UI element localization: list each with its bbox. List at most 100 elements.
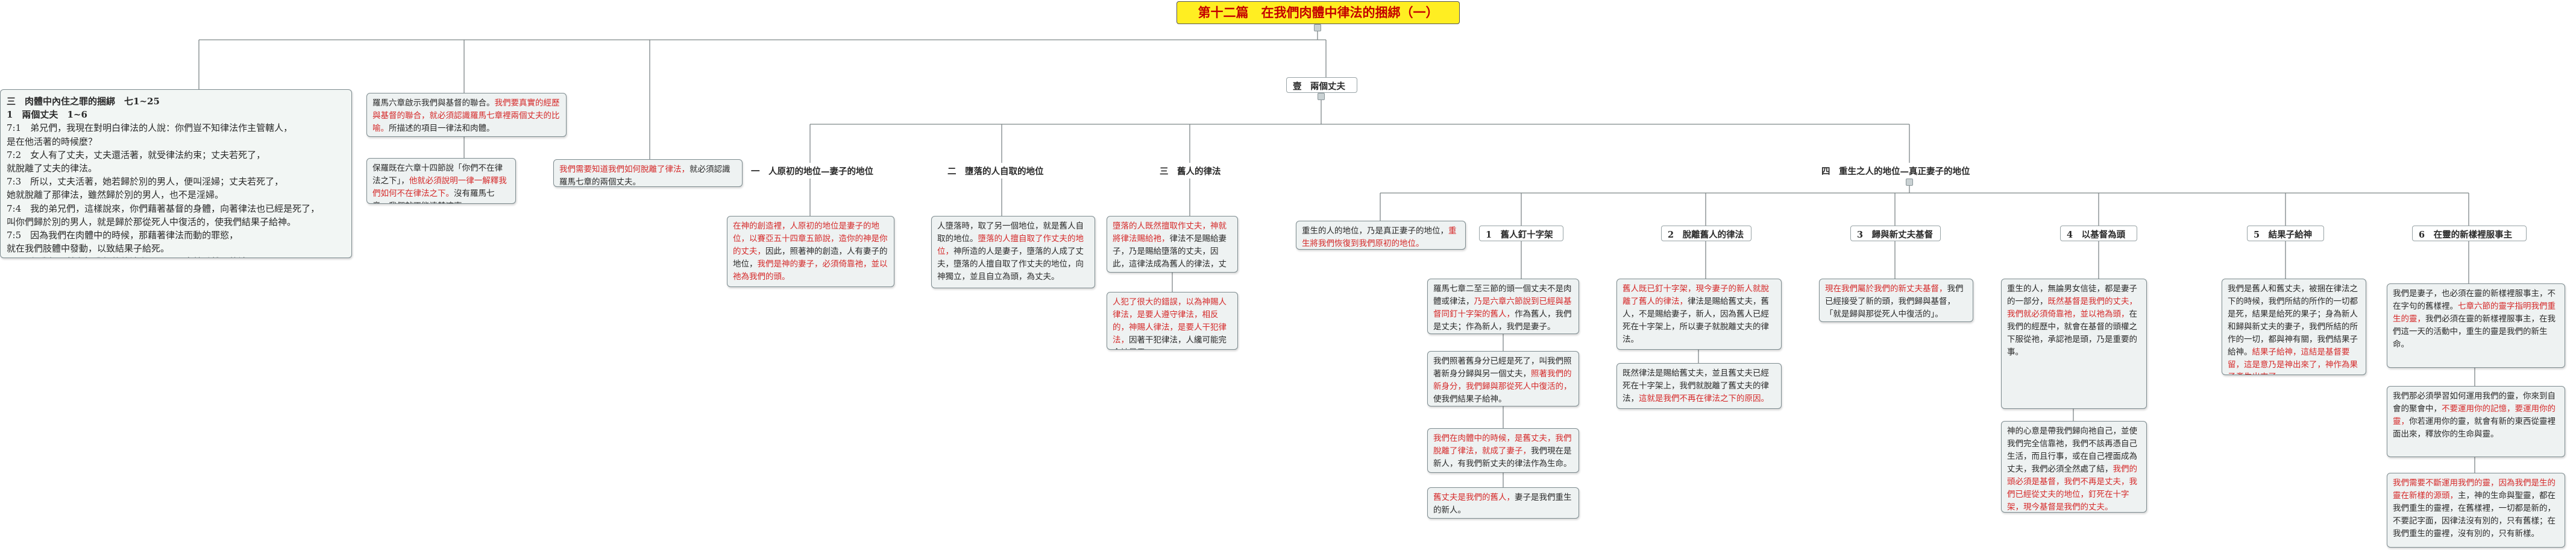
note-text-segment: 沒有羅馬七章，我們就不能清楚這事。: [372, 188, 495, 203]
note-text-segment: 律法是賜給舊丈夫，舊人，不是賜給妻子，新人，因為舊人已經死在十字架上，所以妻子就…: [1623, 296, 1769, 344]
law-note: 保羅既在六章十四節說「你們不在律法之下」，他就必須說明一律一解釋我們如何不在律法…: [366, 158, 516, 204]
exercise-spirit-note: 我們那必須學習如何運用我們的靈，你來到自會的聚會中，不要運用你的記憶，要運用你的…: [2387, 386, 2565, 457]
note-text-segment: 在神的創造裡，人原初的地位是妻子的地位，以賽亞五十四章五節說，造你的神是你的丈夫…: [733, 221, 888, 256]
law-exposure-note: 人犯了很大的錯誤，以為神賜人律法，是要人遵守律法，相反的，神賜人律法，是要人干犯…: [1107, 292, 1238, 350]
note-text-segment: 律法不是賜給妻子，乃是賜給墮落的丈夫，因此，這律法成為舊人的律法，丈夫的律法。: [1113, 233, 1227, 272]
old-man-law-note: 墮落的人既然擅取作丈夫，神就將律法賜給祂，律法不是賜給妻子，乃是賜給墮落的丈夫，…: [1107, 216, 1238, 273]
note-text-segment: 妻子是我們重生的新人。: [1433, 493, 1572, 515]
new-husband-note: 現在我們屬於我們的新丈夫基督，我們已經接受了新的頭，我們歸與基督，「就是歸與那從…: [1819, 279, 1973, 322]
freed-from-law-note: 舊人既已釘十字架，現今妻子的新人就脫離了舊人的律法，律法是賜給舊丈夫，舊人，不是…: [1616, 279, 1782, 350]
note-text-segment: 他就必須說明一律一解釋我們如何不在律法之下。: [372, 175, 507, 198]
regenerated-position-note: 重生的人的地位，乃是真正妻子的地位，重生將我們恢復到我們原初的地位。: [1296, 221, 1466, 250]
node-old-man-law[interactable]: 三 舊人的律法: [1160, 166, 1221, 177]
outline-verse-line: 7:4 我的弟兄們，這樣說來，你們藉著基督的身體，向著律法也已經是死了，: [7, 203, 320, 214]
intro-note: 羅馬六章啟示我們與基督的聯合。我們要真實的經歷與基督的聯合，就必須認識羅馬七章裡…: [366, 93, 567, 137]
fallen-position-note: 人墮落時，取了另一個地位，就是舊人自取的地位。墮落的人擅自取了作丈夫的地位，神所…: [931, 216, 1095, 288]
outline-verse-line: 就在我們肢體中發動，以致結果子給死。: [7, 243, 170, 254]
note-text-segment: 舊人既已釘十字架，現今妻子的新人就脫離了舊人的律法，: [1623, 284, 1769, 306]
note-text-segment: 我們要真實的經歷與基督的聯合，就必須認識羅馬七章裡兩個丈夫的比喻。: [372, 98, 560, 133]
note-text-segment: 羅馬七章二至三節的頭一個丈夫不是肉體或律法，: [1433, 284, 1572, 306]
note-text-segment: 墮落的人既然擅取作丈夫，神就將律法賜給祂，: [1113, 221, 1227, 244]
note-text-segment: 照著我們的新身分，我們歸與那從死人中復活的，: [1433, 368, 1572, 391]
node-regenerated-position[interactable]: 四 重生之人的地位—真正妻子的地位: [1821, 166, 1970, 177]
collapse-toggle[interactable]: [1906, 179, 1913, 186]
husband-note: 我們需要知道我們如何脫離了律法，就必須認識羅馬七章的兩個丈夫。: [553, 159, 743, 187]
note-text-segment: 七章六節的靈字指明我們重生的靈，: [2393, 301, 2556, 324]
collapse-toggle[interactable]: [1314, 24, 1321, 31]
note-text-segment: 我們那必須學習如何運用我們的靈，你來到自會的聚會中，: [2393, 391, 2556, 414]
note-text-segment: 重生的人，無論男女信徒，都是妻子的一部分，: [2007, 284, 2137, 306]
node-christ-as-head[interactable]: 4 以基督為頭: [2060, 226, 2137, 241]
outline-verse-line: 7:3 所以，丈夫活著，她若歸於別的男人，便叫淫婦；丈夫若死了，: [7, 176, 284, 188]
outline-verse-line: 7:5 因為我們在肉體中的時候，那藉著律法而動的罪慾，: [7, 229, 239, 241]
node-original-position[interactable]: 一 人原初的地位—妻子的地位: [751, 166, 873, 177]
note-text-segment: 作為舊人，我們是丈夫；作為新人，我們是妻子。: [1433, 309, 1572, 332]
note-text-segment: 既然基督是我們的丈夫，我們就必須倚靠祂，並以祂為頭，: [2007, 296, 2137, 319]
node-two-husbands[interactable]: 壹 兩個丈夫: [1286, 77, 1357, 93]
not-under-law-note: 既然律法是賜給舊丈夫，並且舊丈夫已經死在十字架上，我們就脫離了舊丈夫的律法，這就…: [1616, 363, 1782, 409]
trust-god-note: 神的心意是帶我們歸向祂自己，並使我們完全信靠祂，我們不該再憑自己生活，而且行事，…: [2001, 421, 2147, 513]
note-text-segment: 人犯了很大的錯誤，以為神賜人律法，是要人遵守律法，相反的，神賜人律法，是要人干犯…: [1113, 297, 1227, 345]
node-new-husband[interactable]: 3 歸與新丈夫基督: [1850, 226, 1941, 241]
note-text-segment: 使我們結果子給神。: [1433, 394, 1507, 404]
node-fallen-position[interactable]: 二 墮落的人自取的地位: [947, 166, 1044, 177]
christ-head-note: 重生的人，無論男女信徒，都是妻子的一部分，既然基督是我們的丈夫，我們就必須倚靠祂…: [2001, 279, 2147, 409]
note-text-segment: 重生的人的地位，乃是真正妻子的地位，: [1302, 226, 1448, 236]
note-text-segment: 保羅既在六章十四節說「你們不在律法之下」，: [372, 163, 503, 186]
note-text-segment: 身為新人和歸與新丈夫的妻子，我們所結的所作的一切，都與神有關，我們結果子給神。: [2228, 309, 2358, 357]
note-text-segment: 我們在肉體中的時候，是舊丈夫，我們脫離了律法，就成了妻子，: [1433, 434, 1572, 456]
original-position-note: 在神的創造裡，人原初的地位是妻子的地位，以賽亞五十四章五節說，造你的神是你的丈夫…: [727, 216, 894, 287]
note-text-segment: 人墮落時，取了另一個地位，就是舊人自取的地位。: [937, 221, 1084, 244]
outline-verse-line: 就脫離了丈夫的律法。: [7, 162, 98, 174]
node-freed-from-law[interactable]: 2 脫離舊人的律法: [1661, 226, 1751, 241]
note-text-segment: 我們需要不斷運用我們的靈，因為我們是生的靈在新樣的源頭，: [2393, 478, 2556, 501]
map-title: 第十二篇 在我們肉體中律法的捆綁（一）: [1176, 1, 1460, 24]
note-text-segment: 既然律法是賜給舊丈夫，並且舊丈夫已經死在十字架上，我們就脫離了舊丈夫的律法，: [1623, 368, 1769, 403]
outline-heading: 三 肉體中內住之罪的捆綁 七1~25: [7, 96, 160, 107]
note-text-segment: 神所造的人是妻子，墮落的人成了丈夫，墮落的人擅自取了作丈夫的地位，向神獨立，並且…: [937, 246, 1084, 282]
outline-verse-line: 叫你們歸於別的男人，就是歸於那從死人中復活的，使我們結果子給神。: [7, 216, 297, 227]
bear-fruit-note: 我們是舊人和舊丈夫，被捆在律法之下的時候，我們所結的所作的一切都是死，結果是給死…: [2222, 279, 2366, 375]
note-text-segment: 不要運用你的記憶，要運用你的靈，: [2393, 403, 2556, 426]
note-text-segment: 結果子給神，這結是基督要留，這是意乃是神出來了，神作為果子產生出來了。: [2228, 347, 2358, 375]
outline-subheading: 1 兩個丈夫 1~6: [7, 109, 87, 121]
note-text-segment: 我們現在是新人，有我們新丈夫的律法作為生命。: [1433, 446, 1572, 469]
note-text-segment: 我們必須在靈的新樣裡服事主，在我們這一天的活動中，重生的靈是我們的新生命。: [2393, 314, 2556, 349]
outline-verses: 7:1 弟兄們，我現在對明白律法的人說：你們豈不知律法作主管轄人， 是在他活著的時…: [7, 121, 345, 258]
note-text-segment: 舊丈夫是我們的舊人，: [1433, 493, 1515, 502]
note-text-segment: 所描述的項目一律法和肉體。: [389, 123, 495, 133]
note-text-segment: 我們是妻子，也必須在靈的新樣裡服事主，不在字句的舊樣裡。: [2393, 289, 2556, 311]
note-text-segment: 神的心意是帶我們歸向祂自己，並使我們完全信靠祂，我們不該再憑自己生活，而且行事，…: [2007, 426, 2137, 474]
note-text-segment: 我們需要知道我們如何脫離了律法，: [559, 165, 690, 174]
outline-verse-line: 她就脫離了那律法，雖然歸於別的男人，也不是淫婦。: [7, 189, 224, 201]
old-husband-note: 舊丈夫是我們的舊人，妻子是我們重生的新人。: [1427, 487, 1579, 519]
note-text-segment: 因此，照著神的創造，人有妻子的地位，: [733, 246, 888, 269]
note-text-segment: 墮落的人擅自取了作丈夫的地位，: [937, 233, 1084, 256]
note-text-segment: 主，神的生命與聖靈，都在我們重生的靈裡，在舊樣裡，一切都是新的，不要記字面，因律…: [2393, 490, 2556, 539]
note-text-segment: 在我們的經歷中，就會在基督的頭權之下服從祂，承認祂是頭，乃是重要的事。: [2007, 309, 2137, 357]
node-crucified[interactable]: 1 舊人釘十字架: [1479, 226, 1563, 241]
outline-verse-line: 7:6 但我們既然在捆我們的律法上死了，現今就脫離了律法，: [7, 255, 345, 258]
new-way-note: 我們需要不斷運用我們的靈，因為我們是生的靈在新樣的源頭，主，神的生命與聖靈，都在…: [2387, 473, 2565, 548]
outline-verse-line: 7:2 女人有了丈夫，丈夫還活著，就受律法約束；丈夫若死了，: [7, 149, 266, 160]
note-text-segment: 我們是神的妻子，必須倚靠祂，並以祂為我們的頭。: [733, 259, 888, 282]
outline-verse-line: 是在他活著的時候麼？: [7, 136, 98, 147]
note-text-segment: 我們照著舊身分已經是死了，叫我們照著新身分歸與另一個丈夫，: [1433, 356, 1572, 379]
released-note: 我們在肉體中的時候，是舊丈夫，我們脫離了律法，就成了妻子，我們現在是新人，有我們…: [1427, 428, 1579, 473]
note-text-segment: 這就是我們不再在律法之下的原因。: [1639, 393, 1769, 403]
new-identity-note: 我們照著舊身分已經是死了，叫我們照著新身分歸與另一個丈夫，照著我們的新身分，我們…: [1427, 351, 1579, 406]
scripture-outline: 三 肉體中內住之罪的捆綁 七1~25 1 兩個丈夫 1~6 7:1 弟兄們，我現…: [0, 89, 352, 258]
note-text-segment: 羅馬六章啟示我們與基督的聯合。: [372, 98, 495, 108]
node-bear-fruit[interactable]: 5 結果子給神: [2247, 226, 2324, 241]
note-text-segment: 你若運用你的靈，就會有新的東西從靈裡面出來，釋放你的生命與靈。: [2393, 416, 2556, 439]
node-serve-in-spirit[interactable]: 6 在靈的新樣裡服事主: [2412, 226, 2527, 241]
collapse-toggle[interactable]: [1318, 93, 1325, 100]
note-text-segment: 我們已經接受了新的頭，我們歸與基督，「就是歸與那從死人中復活的」。: [1825, 284, 1964, 319]
serve-spirit-note: 我們是妻子，也必須在靈的新樣裡服事主，不在字句的舊樣裡。七章六節的靈字指明我們重…: [2387, 283, 2565, 368]
note-text-segment: 乃是六章六節說到已經與基督同釘十字架的舊人，: [1433, 296, 1572, 319]
note-text-segment: 重生將我們恢復到我們原初的地位。: [1302, 226, 1457, 248]
outline-verse-line: 7:1 弟兄們，我現在對明白律法的人說：你們豈不知律法作主管轄人，: [7, 122, 293, 134]
note-text-segment: 因著干犯律法，人纔可能完全被暴露。: [1113, 335, 1227, 349]
note-text-segment: 就必須認識羅馬七章的兩個丈夫。: [559, 165, 730, 187]
crucified-note: 羅馬七章二至三節的頭一個丈夫不是肉體或律法，乃是六章六節說到已經與基督同釘十字架…: [1427, 279, 1579, 334]
